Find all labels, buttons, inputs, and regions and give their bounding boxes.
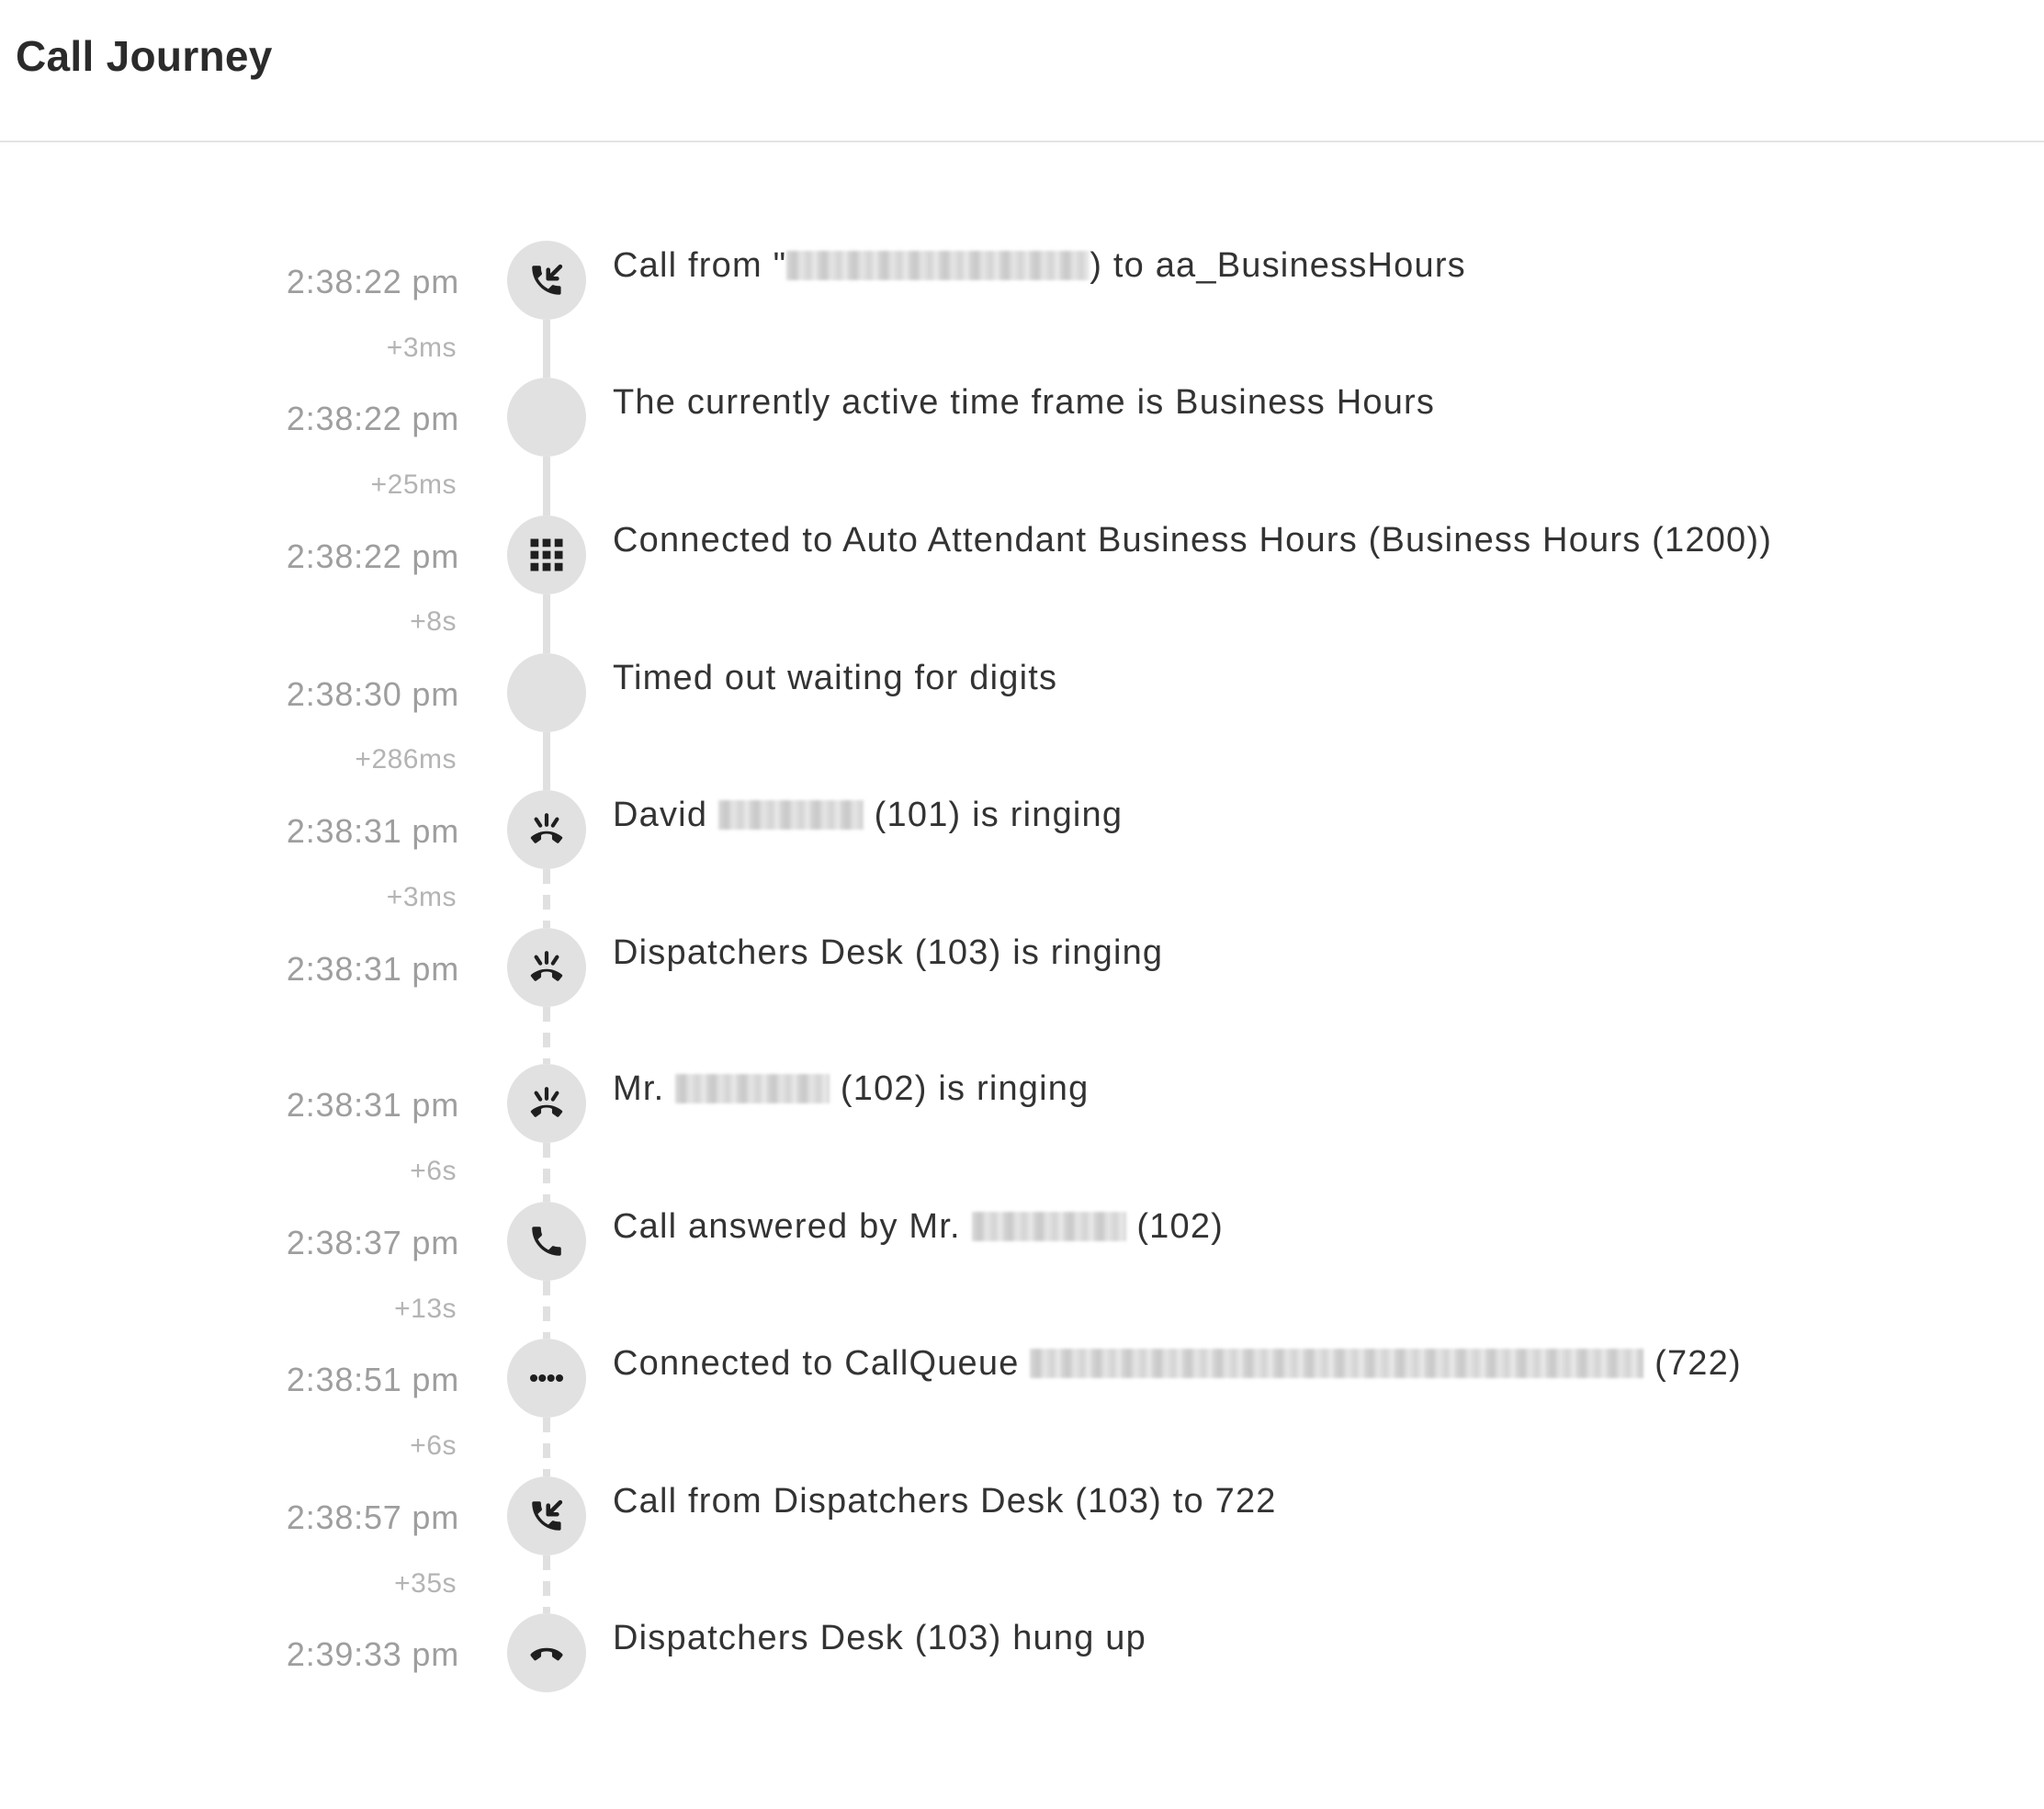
- event-description: Dispatchers Desk (103) hung up: [613, 1619, 1146, 1658]
- queue-dots-icon: [529, 1374, 564, 1383]
- timeline-node: [507, 378, 586, 457]
- event-timestamp: 2:38:31 pm: [286, 812, 459, 850]
- phone-ringing-icon: [530, 951, 563, 981]
- event-timestamp: 2:38:22 pm: [286, 400, 459, 437]
- event-description-text: Call from ": [613, 246, 787, 285]
- event-timestamp: 2:38:37 pm: [286, 1224, 459, 1261]
- timeline-event: 2:38:31 pm David (101) is ringing: [0, 790, 2044, 873]
- timeline-node-phone-ringing: [507, 790, 586, 869]
- timeline-event: 2:38:31 pm Mr. (102) is ringing: [0, 1064, 2044, 1147]
- event-description-text: Timed out waiting for digits: [613, 659, 1058, 697]
- event-description-text: Mr.: [613, 1069, 676, 1108]
- event-description-text: Dispatchers Desk (103) is ringing: [613, 933, 1164, 972]
- call-transfer-icon: [532, 264, 563, 295]
- event-timestamp: 2:38:31 pm: [286, 1086, 459, 1124]
- event-description-text: ) to aa_BusinessHours: [1090, 246, 1466, 285]
- redacted-text: [971, 1212, 1126, 1241]
- timeline-connector: [543, 1007, 550, 1064]
- event-description-text: Dispatchers Desk (103) hung up: [613, 1619, 1146, 1657]
- event-description-text: The currently active time frame is Busin…: [613, 383, 1436, 422]
- page-title: Call Journey: [16, 32, 273, 80]
- phone-ringing-icon: [530, 813, 563, 843]
- timeline-node-keypad: [507, 515, 586, 594]
- event-description: David (101) is ringing: [613, 796, 1123, 835]
- hang-up-icon: [530, 1647, 563, 1661]
- event-timestamp: 2:38:57 pm: [286, 1498, 459, 1536]
- event-timestamp: 2:38:22 pm: [286, 263, 459, 300]
- timeline-event: 2:38:31 pm Dispatchers Desk (103) is ring…: [0, 928, 2044, 1011]
- timeline-event: 2:38:22 pm The currently active time fram…: [0, 378, 2044, 460]
- event-description-text: David: [613, 796, 718, 834]
- redacted-text: [786, 251, 1090, 280]
- timeline-connector: [543, 1555, 550, 1613]
- timeline-event: 2:38:51 pm Connected to CallQueue (722): [0, 1339, 2044, 1421]
- time-delta: +6s: [410, 1430, 457, 1461]
- event-timestamp: 2:38:31 pm: [286, 950, 459, 988]
- timeline-connector: [543, 1143, 550, 1202]
- event-description-text: Connected to CallQueue: [613, 1344, 1031, 1383]
- event-timestamp: 2:38:51 pm: [286, 1361, 459, 1398]
- event-description: Connected to CallQueue (722): [613, 1344, 1742, 1384]
- timeline-node: [507, 653, 586, 732]
- timeline-connector: [543, 320, 550, 378]
- timeline-node-call-transfer: [507, 241, 586, 320]
- timeline-event: 2:38:30 pm Timed out waiting for digits: [0, 653, 2044, 736]
- keypad-icon: [530, 538, 563, 571]
- timeline-connector: [543, 732, 550, 790]
- timeline-connector: [543, 1281, 550, 1339]
- time-delta: +286ms: [355, 744, 457, 774]
- timeline-event: 2:38:22 pm Connected to Auto Attendant Bu…: [0, 515, 2044, 598]
- timeline-connector: [543, 457, 550, 515]
- time-delta: +25ms: [370, 469, 457, 500]
- time-delta: +3ms: [386, 882, 457, 912]
- timeline-node-hang-up: [507, 1613, 586, 1692]
- timeline-node-call-transfer: [507, 1476, 586, 1555]
- call-transfer-icon: [532, 1499, 563, 1531]
- redacted-text: [675, 1074, 830, 1103]
- event-description: Timed out waiting for digits: [613, 659, 1057, 698]
- time-delta: +13s: [394, 1294, 457, 1324]
- phone-answered-icon: [532, 1227, 561, 1256]
- event-description-text: (102): [1125, 1207, 1225, 1246]
- event-timestamp: 2:39:33 pm: [286, 1635, 459, 1673]
- redacted-text: [717, 800, 864, 830]
- timeline-node-phone-ringing: [507, 928, 586, 1007]
- event-description: The currently active time frame is Busin…: [613, 383, 1435, 423]
- event-description-text: (722): [1643, 1344, 1742, 1383]
- page-header: Call Journey: [0, 0, 2044, 142]
- event-description-text: Call answered by Mr.: [613, 1207, 972, 1246]
- event-description-text: Connected to Auto Attendant Business Hou…: [613, 521, 1773, 560]
- timeline-event: 2:38:37 pm Call answered by Mr. (102): [0, 1202, 2044, 1284]
- timeline-event: 2:38:22 pm Call from " ) to aa_BusinessHou…: [0, 241, 2044, 323]
- timeline-event: 2:39:33 pm Dispatchers Desk (103) hung up: [0, 1613, 2044, 1696]
- timeline-connector: [543, 594, 550, 653]
- event-description: Call from " ) to aa_BusinessHours: [613, 246, 1466, 286]
- timeline-connector: [543, 869, 550, 928]
- time-delta: +3ms: [386, 333, 457, 363]
- event-timestamp: 2:38:30 pm: [286, 675, 459, 713]
- event-description: Mr. (102) is ringing: [613, 1069, 1089, 1109]
- event-description: Call from Dispatchers Desk (103) to 722: [613, 1482, 1277, 1521]
- event-description-text: (102) is ringing: [830, 1069, 1090, 1108]
- redacted-text: [1030, 1349, 1644, 1378]
- time-delta: +6s: [410, 1156, 457, 1186]
- time-delta: +35s: [394, 1568, 457, 1599]
- time-delta: +8s: [410, 606, 457, 637]
- event-description: Call answered by Mr. (102): [613, 1207, 1224, 1247]
- timeline-event: 2:38:57 pm Call from Dispatchers Desk (10…: [0, 1476, 2044, 1559]
- event-timestamp: 2:38:22 pm: [286, 537, 459, 575]
- timeline-node-phone-ringing: [507, 1064, 586, 1143]
- event-description-text: Call from Dispatchers Desk (103) to 722: [613, 1482, 1277, 1521]
- phone-ringing-icon: [530, 1087, 563, 1117]
- timeline-connector: [543, 1418, 550, 1476]
- timeline-node-phone-answered: [507, 1202, 586, 1281]
- event-description: Dispatchers Desk (103) is ringing: [613, 933, 1163, 973]
- event-description-text: (101) is ringing: [863, 796, 1124, 834]
- event-description: Connected to Auto Attendant Business Hou…: [613, 521, 1772, 560]
- timeline-node-queue-dots: [507, 1339, 586, 1418]
